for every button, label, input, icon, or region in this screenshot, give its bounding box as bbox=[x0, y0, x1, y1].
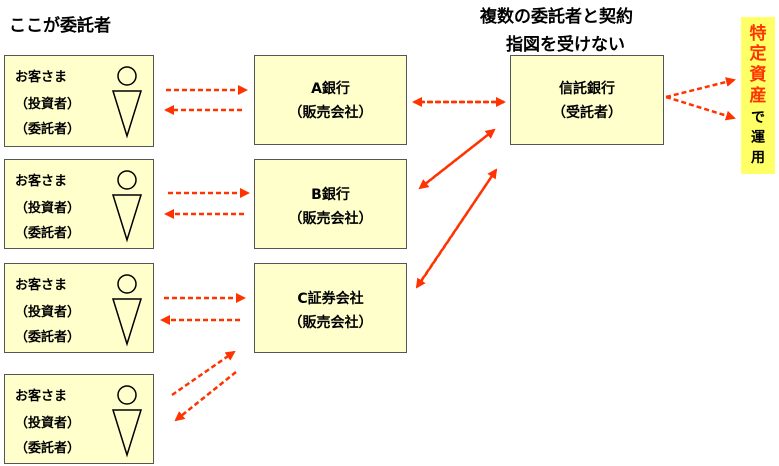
label-char: で bbox=[751, 110, 765, 126]
arrow-c-to-customer4 bbox=[174, 371, 237, 422]
label-char: 産 bbox=[749, 86, 767, 106]
seller-box-c-securities: C証券会社 （販売会社） bbox=[254, 263, 407, 353]
person-icon bbox=[111, 274, 143, 347]
person-icon bbox=[111, 66, 143, 139]
customer-role-investor: （投資者） bbox=[15, 416, 81, 431]
customer-label: お客さま bbox=[15, 389, 68, 404]
customer-role-trustor: （委託者） bbox=[15, 441, 81, 456]
seller-role: （販売会社） bbox=[288, 211, 373, 227]
customer-box-3: お客さま （投資者） （委託者） bbox=[4, 263, 154, 353]
seller-box-b-bank: B銀行 （販売会社） bbox=[254, 159, 407, 249]
customer-box-2: お客さま （投資者） （委託者） bbox=[4, 159, 154, 249]
label-char: 特 bbox=[749, 24, 767, 44]
arrow-customer4-to-c bbox=[171, 350, 236, 397]
arrow-trustee-to-assets-lower bbox=[665, 95, 736, 121]
diagram-heading-right-line2: 指図を受けない bbox=[506, 35, 625, 55]
customer-role-trustor: （委託者） bbox=[15, 330, 81, 345]
seller-name: C証券会社 bbox=[297, 291, 364, 307]
diagram-heading-left: ここが委託者 bbox=[9, 16, 111, 36]
customer-box-4: お客さま （投資者） （委託者） bbox=[4, 374, 154, 464]
seller-name: A銀行 bbox=[311, 81, 350, 97]
arrow-trustee-to-assets-upper bbox=[665, 77, 736, 99]
customer-role-investor: （投資者） bbox=[15, 201, 81, 216]
trustee-name: 信託銀行 bbox=[559, 81, 615, 97]
seller-name: B銀行 bbox=[311, 187, 350, 203]
person-icon bbox=[111, 170, 143, 243]
label-char: 定 bbox=[749, 44, 767, 64]
label-char: 資 bbox=[749, 65, 767, 85]
customer-role-investor: （投資者） bbox=[15, 305, 81, 320]
customer-role-investor: （投資者） bbox=[15, 97, 81, 112]
customer-label: お客さま bbox=[15, 70, 68, 85]
seller-role: （販売会社） bbox=[288, 315, 373, 331]
customer-label: お客さま bbox=[15, 278, 68, 293]
customer-role-trustor: （委託者） bbox=[15, 226, 81, 241]
label-char: 用 bbox=[751, 150, 765, 166]
trustee-box: 信託銀行 （受託者） bbox=[510, 55, 664, 145]
customer-box-1: お客さま （投資者） （委託者） bbox=[4, 55, 154, 147]
customer-label: お客さま bbox=[15, 174, 68, 189]
diagram-heading-right-line1: 複数の委託者と契約 bbox=[480, 7, 633, 27]
specified-assets-label: 特 定 資 産 で 運 用 bbox=[741, 17, 775, 174]
trustee-role: （受託者） bbox=[552, 105, 622, 121]
person-icon bbox=[111, 385, 143, 458]
customer-role-trustor: （委託者） bbox=[15, 122, 81, 137]
seller-box-a-bank: A銀行 （販売会社） bbox=[254, 55, 407, 145]
label-char: 運 bbox=[751, 130, 765, 146]
seller-role: （販売会社） bbox=[288, 105, 373, 121]
